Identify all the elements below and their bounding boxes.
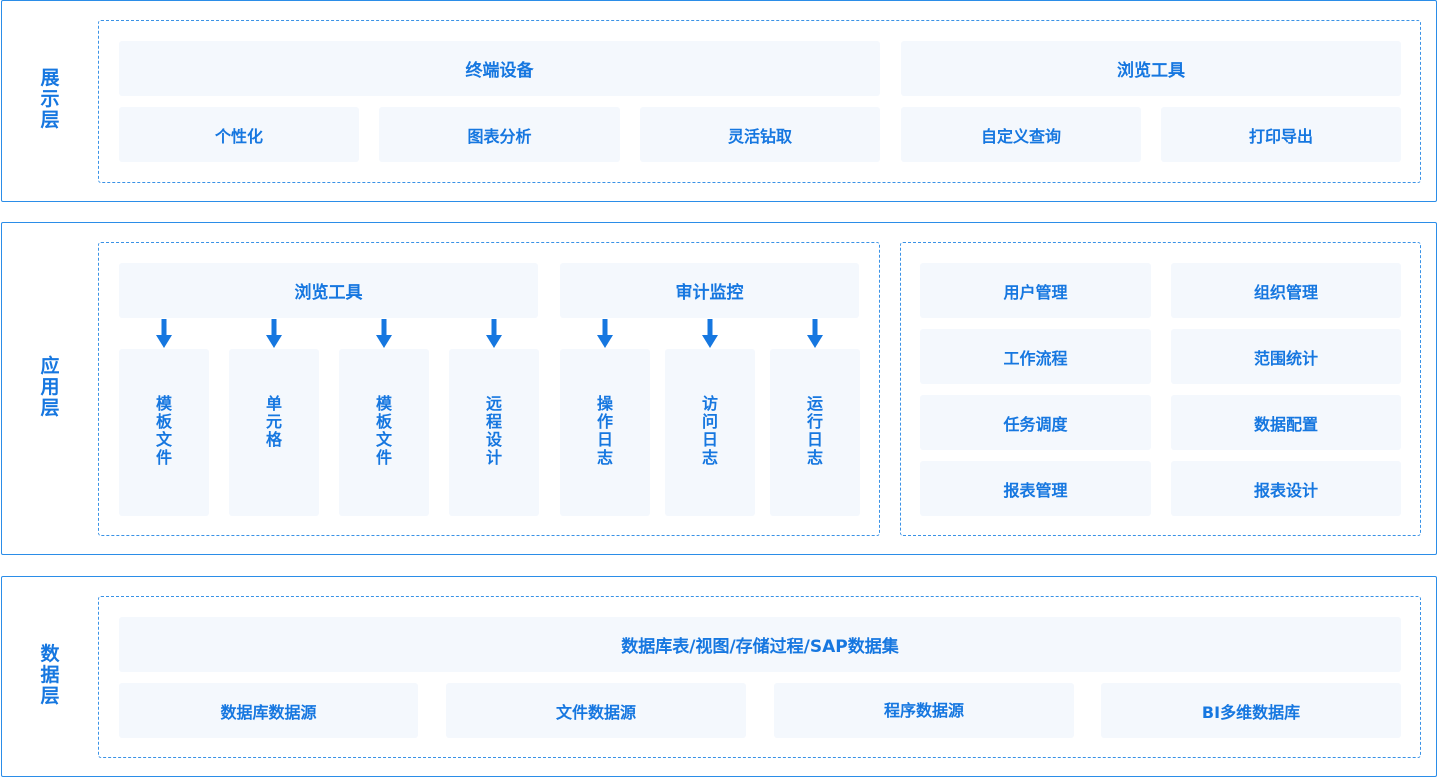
print-export-box: 打印导出 xyxy=(1161,107,1401,162)
vertical-char: 计 xyxy=(485,448,502,467)
custom-query-box: 自定义查询 xyxy=(901,107,1141,162)
chart-analysis-box: 图表分析 xyxy=(379,107,620,162)
vertical-char: 志 xyxy=(806,448,823,467)
title-char: 示 xyxy=(40,88,60,110)
browse-tool-header: 浏览工具 xyxy=(119,263,538,318)
terminal-device-box: 终端设备 xyxy=(119,41,880,96)
presentation-layer: 展 示 层 终端设备 浏览工具 个性化 图表分析 灵活钻取 自定义查询 打印导出 xyxy=(1,0,1437,202)
title-char: 应 xyxy=(40,355,60,377)
report-design-box: 报表设计 xyxy=(1171,461,1401,516)
vertical-char: 日 xyxy=(806,430,823,449)
vertical-char: 模 xyxy=(155,394,172,413)
workflow-box: 工作流程 xyxy=(920,329,1151,384)
vertical-char: 板 xyxy=(155,412,172,431)
management-group xyxy=(900,242,1421,536)
org-management-box: 组织管理 xyxy=(1171,263,1401,318)
task-scheduling-box: 任务调度 xyxy=(920,395,1151,450)
remote-design-box: 远程设计 xyxy=(449,349,539,516)
template-file-box-2: 模板文件 xyxy=(339,349,429,516)
vertical-char: 问 xyxy=(701,412,718,431)
file-source-box: 文件数据源 xyxy=(446,683,746,738)
arrow-down-icon xyxy=(486,319,502,348)
vertical-char: 操 xyxy=(596,394,613,413)
vertical-char: 远 xyxy=(485,394,502,413)
data-layer-title: 数 据 层 xyxy=(32,644,68,707)
vertical-char: 文 xyxy=(155,430,172,449)
vertical-char: 件 xyxy=(375,448,392,467)
vertical-char: 志 xyxy=(701,448,718,467)
arrow-down-icon xyxy=(597,319,613,348)
vertical-char: 访 xyxy=(701,394,718,413)
vertical-char: 行 xyxy=(806,412,823,431)
range-stats-box: 范围统计 xyxy=(1171,329,1401,384)
presentation-layer-title: 展 示 层 xyxy=(32,68,68,131)
arrow-down-icon xyxy=(266,319,282,348)
template-file-box: 模板文件 xyxy=(119,349,209,516)
vertical-char: 志 xyxy=(596,448,613,467)
vertical-char: 日 xyxy=(701,430,718,449)
datasets-box: 数据库表/视图/存储过程/SAP数据集 xyxy=(119,617,1401,672)
vertical-char: 日 xyxy=(596,430,613,449)
arrow-down-icon xyxy=(156,319,172,348)
presentation-group xyxy=(98,20,1421,183)
data-layer: 数 据 层 数据库表/视图/存储过程/SAP数据集 数据库数据源 文件数据源 程… xyxy=(1,576,1437,777)
access-log-box: 访问日志 xyxy=(665,349,755,516)
program-source-box: 程序数据源 xyxy=(774,683,1074,738)
arrow-down-icon xyxy=(807,319,823,348)
report-management-box: 报表管理 xyxy=(920,461,1151,516)
vertical-char: 元 xyxy=(265,412,282,431)
vertical-char: 模 xyxy=(375,394,392,413)
personalization-box: 个性化 xyxy=(119,107,359,162)
bi-database-box: BI多维数据库 xyxy=(1101,683,1401,738)
title-char: 层 xyxy=(40,685,60,707)
user-management-box: 用户管理 xyxy=(920,263,1151,318)
vertical-char: 文 xyxy=(375,430,392,449)
vertical-char: 单 xyxy=(265,394,282,413)
data-group xyxy=(98,596,1421,758)
title-char: 层 xyxy=(40,109,60,131)
application-layer: 应 用 层 浏览工具 审计监控 模板文件 单元格 模板文件 远程设计 操作日志 … xyxy=(1,222,1437,555)
function-group xyxy=(98,242,880,536)
vertical-char: 件 xyxy=(155,448,172,467)
arrow-down-icon xyxy=(702,319,718,348)
title-char: 层 xyxy=(40,397,60,419)
title-char: 数 xyxy=(40,643,60,665)
application-layer-title: 应 用 层 xyxy=(32,356,68,419)
title-char: 据 xyxy=(40,664,60,686)
operation-log-box: 操作日志 xyxy=(560,349,650,516)
audit-monitor-header: 审计监控 xyxy=(560,263,859,318)
vertical-char: 程 xyxy=(485,412,502,431)
vertical-char: 运 xyxy=(806,394,823,413)
drill-down-box: 灵活钻取 xyxy=(640,107,880,162)
vertical-char: 设 xyxy=(485,430,502,449)
vertical-char: 板 xyxy=(375,412,392,431)
browse-tool-box: 浏览工具 xyxy=(901,41,1401,96)
vertical-char: 格 xyxy=(265,430,282,449)
arrow-down-icon xyxy=(376,319,392,348)
database-source-box: 数据库数据源 xyxy=(119,683,418,738)
title-char: 展 xyxy=(40,67,60,89)
vertical-char: 作 xyxy=(596,412,613,431)
data-config-box: 数据配置 xyxy=(1171,395,1401,450)
run-log-box: 运行日志 xyxy=(770,349,860,516)
title-char: 用 xyxy=(40,376,60,398)
cell-box: 单元格 xyxy=(229,349,319,516)
